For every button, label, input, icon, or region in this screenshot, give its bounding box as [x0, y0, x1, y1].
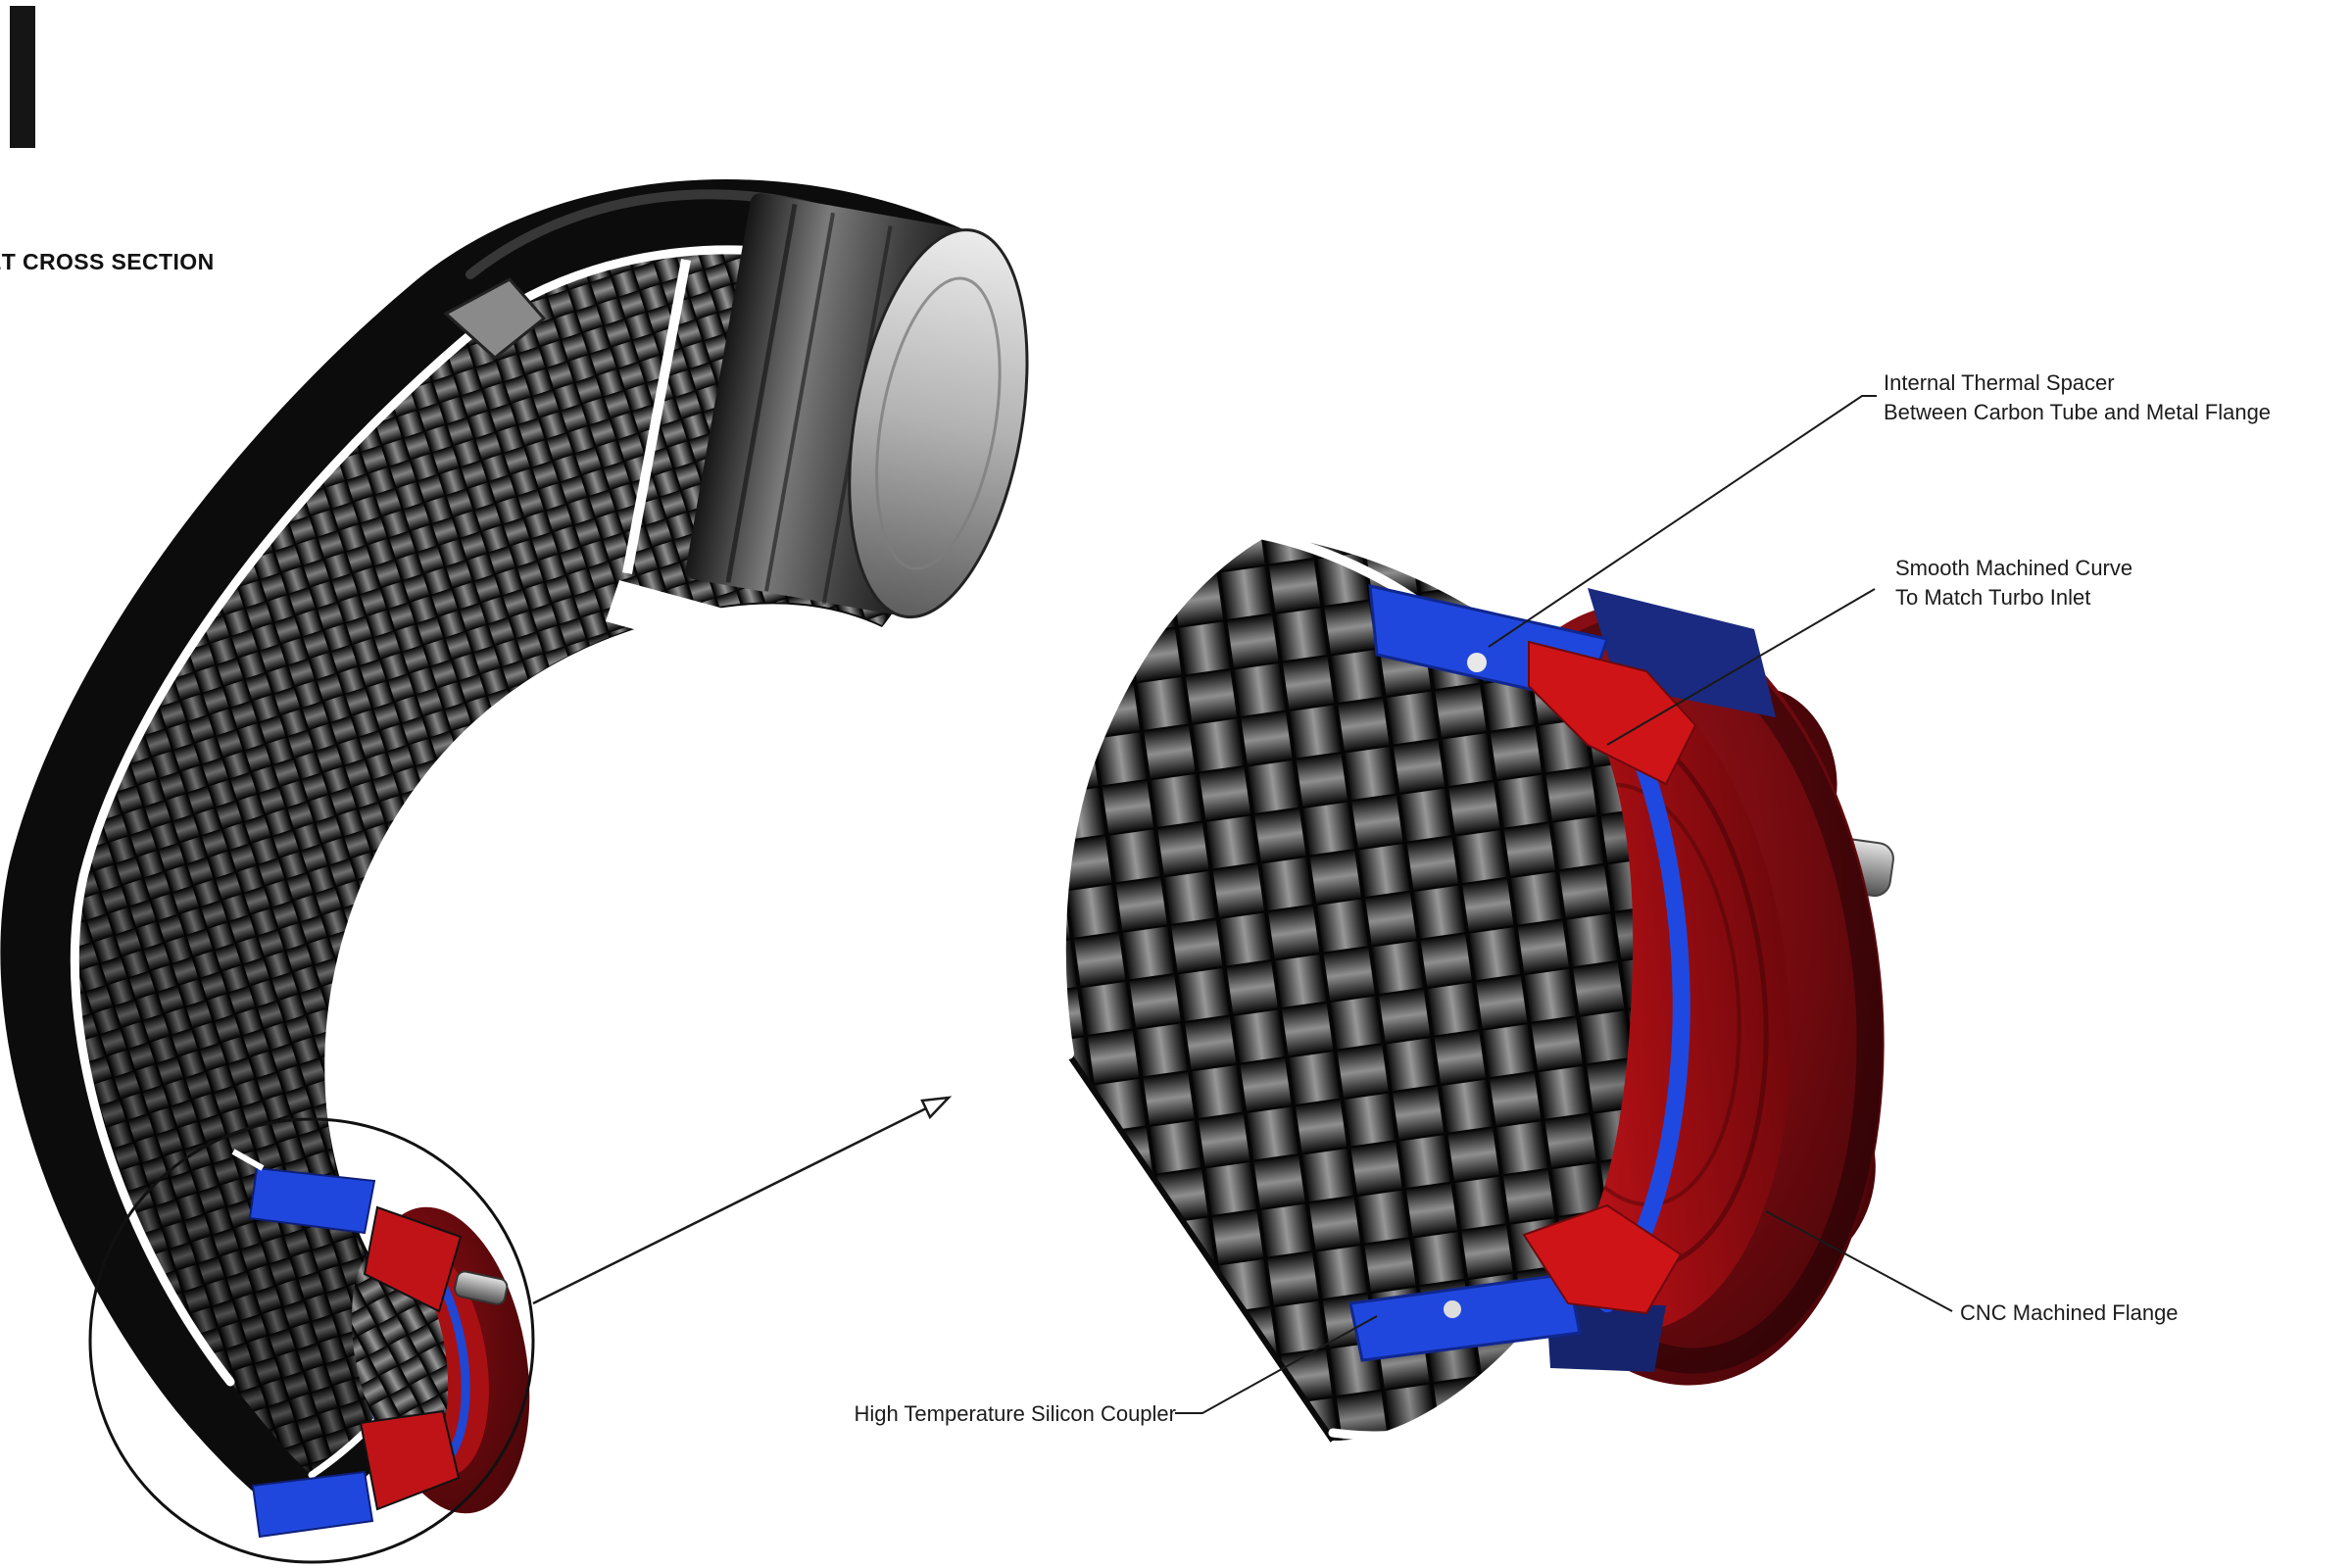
label-machined-curve: Smooth Machined Curve To Match Turbo Inl… [1895, 554, 2132, 612]
leader-lines [1175, 395, 1953, 1414]
label-machined-curve-line2: To Match Turbo Inlet [1895, 585, 2091, 610]
label-silicon-coupler: High Temperature Silicon Coupler [854, 1401, 1176, 1426]
main-tube [0, 179, 1029, 1532]
cut-rim-white-wedge [606, 580, 727, 651]
detail-arrow-line [532, 1106, 927, 1305]
label-thermal-spacer-line2: Between Carbon Tube and Metal Flange [1884, 400, 2272, 424]
detail-white-rim-bottom [1328, 1402, 1494, 1441]
detail-cut-chord [1065, 1052, 1336, 1443]
spacer-notch-top [1467, 653, 1487, 672]
silicon-coupler-bottom [1348, 1272, 1582, 1362]
gray-tube-end [685, 193, 1029, 619]
detail-arrowhead-icon [920, 1096, 953, 1120]
cut-edge-white-top [70, 245, 926, 1387]
drawing-title: ET CROSS SECTION [0, 249, 215, 274]
gray-end-face [848, 228, 1029, 619]
leader-machined-curve [1606, 588, 1876, 746]
cut-seam-white [622, 259, 691, 574]
small-red-cut-top [363, 1205, 463, 1313]
leader-thermal-spacer [1488, 395, 1877, 648]
spacer-notch-bottom [1444, 1300, 1461, 1318]
label-machined-curve-line1: Smooth Machined Curve [1895, 556, 2133, 580]
small-coupler-bottom [251, 1470, 374, 1539]
small-white-edge [231, 1149, 265, 1171]
small-coupler-top [248, 1166, 376, 1235]
leader-cnc-flange [1765, 1210, 1953, 1312]
label-thermal-spacer: Internal Thermal Spacer Between Carbon T… [1884, 368, 2271, 427]
label-thermal-spacer-line1: Internal Thermal Spacer [1884, 370, 2115, 395]
flange-cut-face-top [1528, 640, 1697, 786]
small-flange-pin [454, 1270, 509, 1305]
detail-weave-shading [1059, 534, 1634, 1441]
detail-callout-circle [88, 1117, 535, 1564]
clamp-tab [443, 277, 547, 360]
detail-white-rim-left [1054, 528, 1265, 1059]
detail-view [1054, 528, 1894, 1443]
small-flange-assembly [231, 1149, 530, 1539]
leader-silicon-coupler [1175, 1315, 1378, 1414]
detail-arrow [532, 1096, 953, 1305]
flange-cut-face-bottom [1522, 1203, 1683, 1315]
label-cnc-flange: CNC Machined Flange [1960, 1300, 2179, 1325]
small-red-cut-bottom [359, 1409, 461, 1511]
corner-artifact [10, 6, 35, 148]
